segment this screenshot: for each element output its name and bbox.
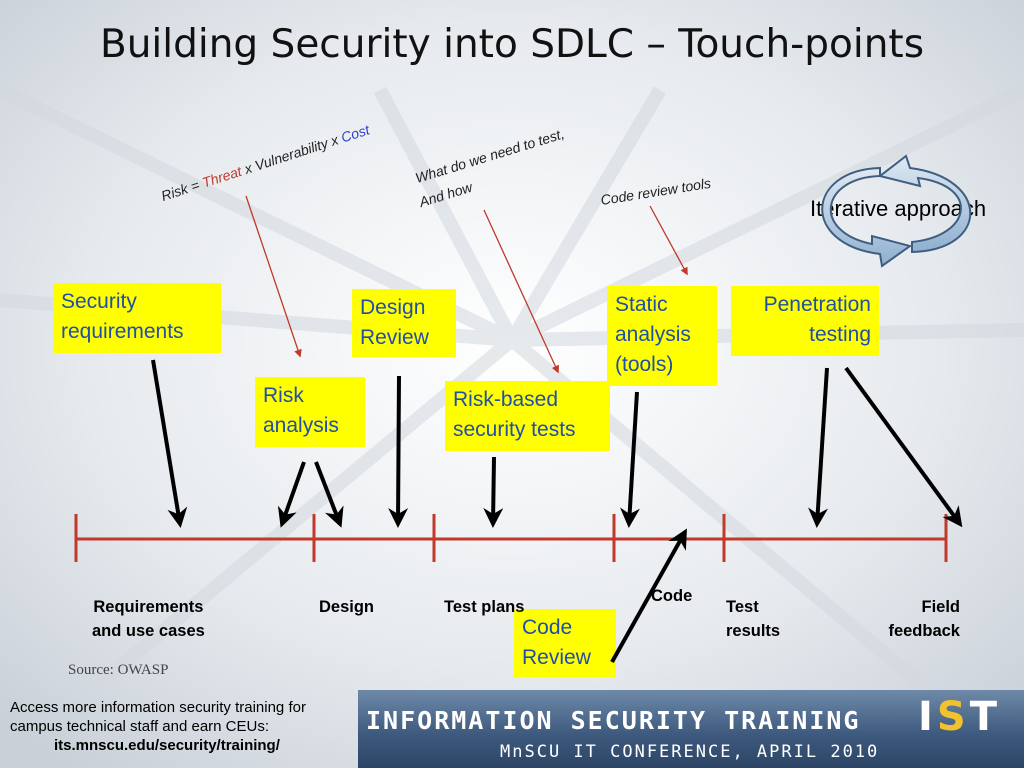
static-analysis-line1: Static [615,293,668,316]
risk-based-tests-line1: Risk-based [453,388,559,411]
risk-analysis-line2: analysis [263,414,339,437]
phase-requirements-line1: Requirements [93,598,204,616]
iterative-approach-label: Iterative approach [810,196,987,221]
source-credit: Source: OWASP [68,662,169,678]
arrow-risk-analysis-right [314,461,344,528]
risk-analysis-line1: Risk [263,384,304,407]
security-requirements-line2: requirements [61,320,184,343]
phase-test-results-line2: results [726,622,781,640]
design-review-line2: Review [360,326,429,349]
penetration-testing-line1: Penetration [763,293,871,316]
phase-field-feedback-line1: Field [921,598,960,616]
banner-subtitle: MnSCU IT CONFERENCE, APRIL 2010 [500,742,880,762]
risk-based-tests-box: Risk-based security tests [445,381,610,451]
phase-design: Design [319,598,375,616]
penetration-testing-line2: testing [809,323,871,346]
phase-test-results: Test results [726,595,780,643]
footer-access-line1: Access more information security trainin… [10,699,306,716]
design-review-box: Design Review [352,289,456,357]
risk-analysis-box: Risk analysis [255,377,365,447]
static-analysis-box: Static analysis (tools) [607,286,717,386]
arrow-code-review [610,528,687,663]
phase-code: Code [651,587,693,605]
arrow-risk-analysis-left [277,461,306,528]
penetration-testing-box: Penetration testing [731,286,879,356]
phase-test-results-line1: Test [726,598,759,616]
risk-formula-arrow [245,195,302,358]
logo-t: T [969,694,1001,740]
phase-requirements-line2: and use cases [92,622,205,640]
logo-i: I [918,694,937,740]
phase-field-feedback-line2: feedback [888,622,960,640]
training-url-link[interactable]: its.mnscu.edu/security/training/ [54,737,280,754]
page-title: Building Security into SDLC – Touch-poin… [99,22,925,67]
code-review-tools-arrow [649,205,688,276]
banner-title: INFORMATION SECURITY TRAINING [366,706,861,735]
design-review-line1: Design [360,296,426,319]
arrow-penetration-right [844,366,963,528]
code-review-line2: Review [522,646,591,669]
code-review-line1: Code [522,616,573,639]
arrow-penetration-left [808,367,829,528]
risk-based-tests-line2: security tests [453,418,576,441]
security-requirements-box: Security requirements [53,283,221,353]
phase-field-feedback: Field feedback [872,595,960,643]
security-requirements-line1: Security [61,290,137,313]
phase-requirements: Requirements and use cases [92,595,205,643]
arrow-design-review [388,375,409,528]
arrow-security-requirements [151,359,188,528]
static-analysis-line2: analysis [615,323,691,346]
code-review-box: Code Review [514,609,616,677]
iterative-cycle-icon [821,154,972,268]
logo-s: S [936,694,970,740]
arrow-risk-based-tests [483,456,504,528]
ist-logo: IST [918,694,1001,740]
ist-banner: INFORMATION SECURITY TRAINING MnSCU IT C… [358,690,1024,768]
phase-test-plans: Test plans [444,598,525,616]
footer-access-line2: campus technical staff and earn CEUs: [10,718,270,735]
arrow-static-analysis [619,391,640,528]
static-analysis-line3: (tools) [615,353,674,376]
test-question-arrow [483,209,559,374]
footer-access: Access more information security trainin… [10,698,306,755]
